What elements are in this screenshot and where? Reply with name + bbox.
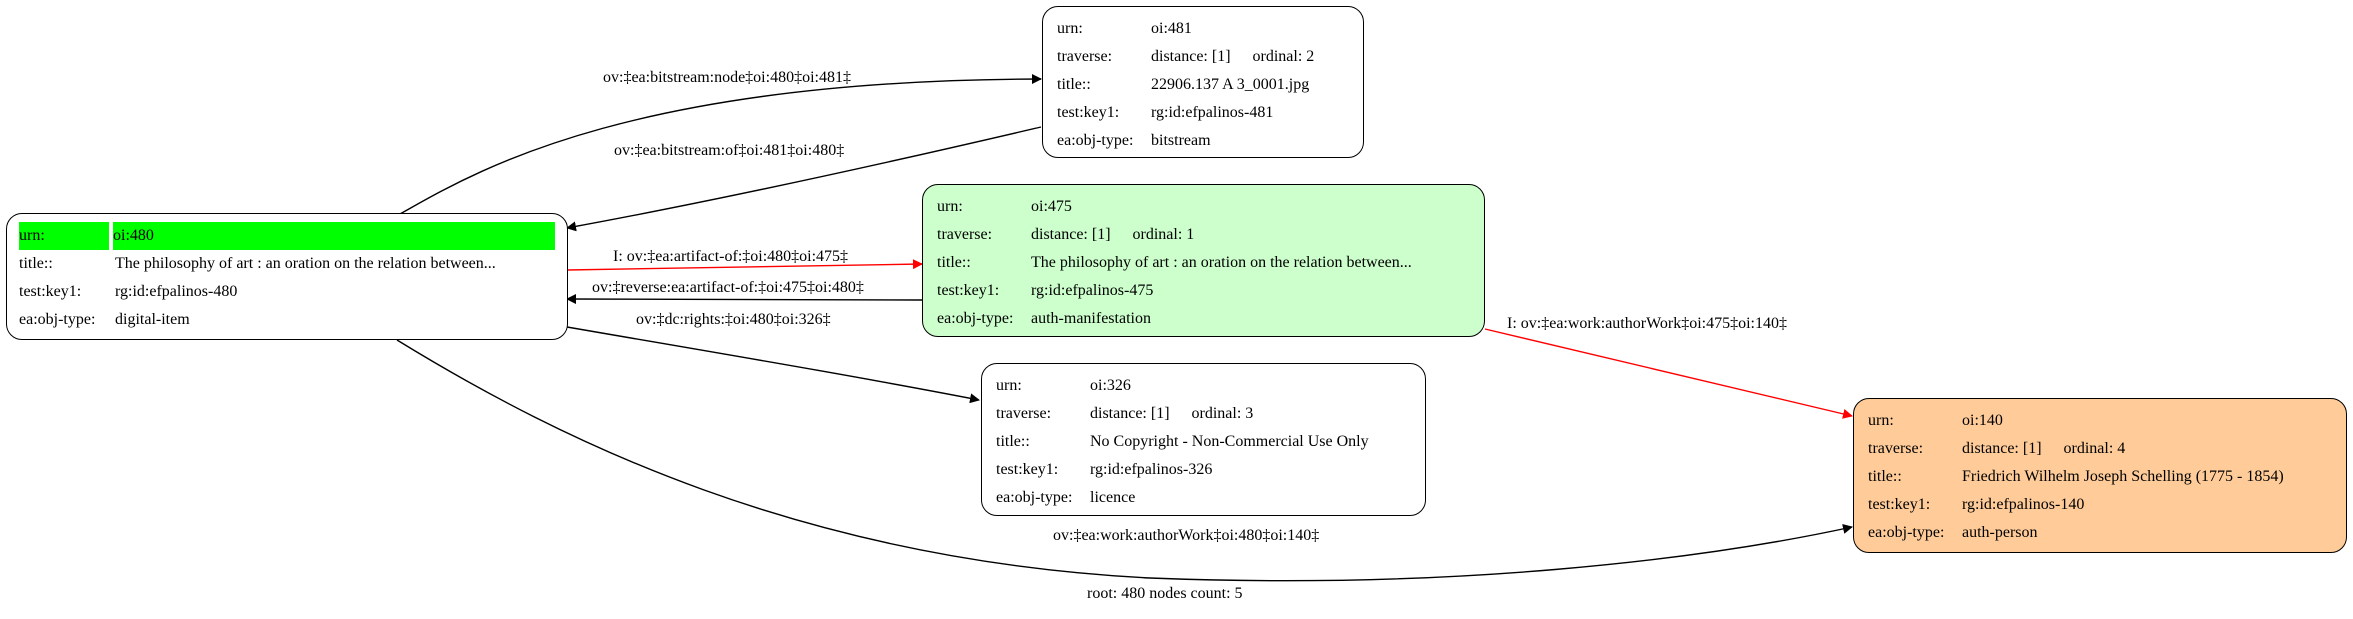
edge-480-to-140 [396,339,1853,582]
node-row-obj-type: ea:obj-type: licence [996,484,1411,512]
edge-480-to-481 [399,74,1042,215]
row-key: title:: [19,255,53,272]
node-row-obj-type: ea:obj-type: digital-item [19,306,555,334]
node-oi-140[interactable]: urn: oi:140 traverse: distance: [1]ordin… [1853,398,2347,553]
row-value: rg:id:efpalinos-326 [1090,461,1213,478]
edge-label-475-140: I: ov:‡ea:work:authorWork‡oi:475‡oi:140‡ [1507,315,1787,332]
row-value: distance: [1]ordinal: 3 [1090,405,1254,422]
row-key: ea:obj-type: [937,310,1014,327]
node-row-traverse: traverse: distance: [1]ordinal: 2 [1057,43,1349,71]
row-value: rg:id:efpalinos-140 [1962,496,2085,513]
row-value: The philosophy of art : an oration on th… [115,255,496,272]
node-row-title: title:: 22906.137 A 3_0001.jpg [1057,71,1349,99]
row-key: ea:obj-type: [1868,524,1945,541]
edge-label-480-140: ov:‡ea:work:authorWork‡oi:480‡oi:140‡ [1053,527,1320,544]
row-value: auth-manifestation [1031,310,1151,327]
node-oi-326[interactable]: urn: oi:326 traverse: distance: [1]ordin… [981,363,1426,516]
row-key: test:key1: [1057,104,1120,121]
row-value: licence [1090,489,1136,506]
row-value: No Copyright - Non-Commercial Use Only [1090,433,1369,450]
row-key: title:: [1057,76,1091,93]
row-value: digital-item [115,311,190,328]
row-key: traverse: [996,405,1052,422]
row-key: title:: [996,433,1030,450]
row-key: title:: [1868,468,1902,485]
node-row-urn: urn: oi:475 [937,193,1470,221]
edge-label-480-481: ov:‡ea:bitstream:node‡oi:480‡oi:481‡ [603,69,851,86]
node-row-title: title:: Friedrich Wilhelm Joseph Schelli… [1868,463,2332,491]
row-key: urn: [996,377,1022,394]
node-row-traverse: traverse: distance: [1]ordinal: 3 [996,400,1411,428]
node-oi-475[interactable]: urn: oi:475 traverse: distance: [1]ordin… [922,184,1485,337]
row-value: auth-person [1962,524,2038,541]
row-key: urn: [19,222,109,250]
row-key: title:: [937,254,971,271]
node-row-obj-type: ea:obj-type: auth-person [1868,519,2332,547]
node-row-test-key1: test:key1: rg:id:efpalinos-140 [1868,491,2332,519]
node-row-traverse: traverse: distance: [1]ordinal: 4 [1868,435,2332,463]
node-row-urn: urn: oi:326 [996,372,1411,400]
row-value: oi:140 [1962,412,2003,429]
row-value: oi:480 [113,222,555,250]
row-value: distance: [1]ordinal: 1 [1031,226,1195,243]
row-key: ea:obj-type: [1057,132,1134,149]
node-row-title: title:: The philosophy of art : an orati… [19,250,555,278]
node-row-traverse: traverse: distance: [1]ordinal: 1 [937,221,1470,249]
edge-label-481-480: ov:‡ea:bitstream:of‡oi:481‡oi:480‡ [614,142,845,159]
node-row-test-key1: test:key1: rg:id:efpalinos-326 [996,456,1411,484]
row-value: The philosophy of art : an oration on th… [1031,254,1412,271]
edge-480-to-326 [566,326,980,404]
node-row-urn: urn: oi:480 [19,222,555,250]
row-key: ea:obj-type: [19,311,96,328]
row-key: urn: [937,198,963,215]
node-oi-480[interactable]: urn: oi:480 title:: The philosophy of ar… [6,213,568,340]
row-key: test:key1: [1868,496,1931,513]
row-key: test:key1: [937,282,1000,299]
edge-label-480-326: ov:‡dc:rights:‡oi:480‡oi:326‡ [636,311,831,328]
edge-label-475-480: ov:‡reverse:ea:artifact-of:‡oi:475‡oi:48… [592,279,864,296]
row-key: test:key1: [996,461,1059,478]
row-value: oi:481 [1151,20,1192,37]
row-value: 22906.137 A 3_0001.jpg [1151,76,1310,93]
node-row-test-key1: test:key1: rg:id:efpalinos-475 [937,277,1470,305]
node-row-urn: urn: oi:140 [1868,407,2332,435]
edge-480-to-475[interactable] [566,259,923,271]
row-key: traverse: [1057,48,1113,65]
node-row-obj-type: ea:obj-type: bitstream [1057,127,1349,155]
row-key: test:key1: [19,283,82,300]
row-key: traverse: [937,226,993,243]
node-row-obj-type: ea:obj-type: auth-manifestation [937,305,1470,333]
row-key: urn: [1057,20,1083,37]
row-value: oi:326 [1090,377,1131,394]
edge-481-to-480 [566,126,1042,232]
row-key: traverse: [1868,440,1924,457]
row-key: ea:obj-type: [996,489,1073,506]
node-row-title: title:: The philosophy of art : an orati… [937,249,1470,277]
edge-475-to-480 [566,294,923,305]
node-row-title: title:: No Copyright - Non-Commercial Us… [996,428,1411,456]
row-value: distance: [1]ordinal: 2 [1151,48,1315,65]
node-row-urn: urn: oi:481 [1057,15,1349,43]
row-value: oi:475 [1031,198,1072,215]
row-key: urn: [1868,412,1894,429]
row-value: rg:id:efpalinos-475 [1031,282,1154,299]
node-row-test-key1: test:key1: rg:id:efpalinos-480 [19,278,555,306]
edge-475-to-140[interactable] [1484,328,1853,419]
edge-label-480-475: I: ov:‡ea:artifact-of:‡oi:480‡oi:475‡ [613,248,849,265]
row-value: rg:id:efpalinos-480 [115,283,238,300]
row-value: Friedrich Wilhelm Joseph Schelling (1775… [1962,468,2284,485]
row-value: rg:id:efpalinos-481 [1151,104,1274,121]
row-value: distance: [1]ordinal: 4 [1962,440,2126,457]
node-oi-481[interactable]: urn: oi:481 traverse: distance: [1]ordin… [1042,6,1364,158]
graph-caption: root: 480 nodes count: 5 [1087,585,1243,602]
row-value: bitstream [1151,132,1211,149]
node-row-test-key1: test:key1: rg:id:efpalinos-481 [1057,99,1349,127]
